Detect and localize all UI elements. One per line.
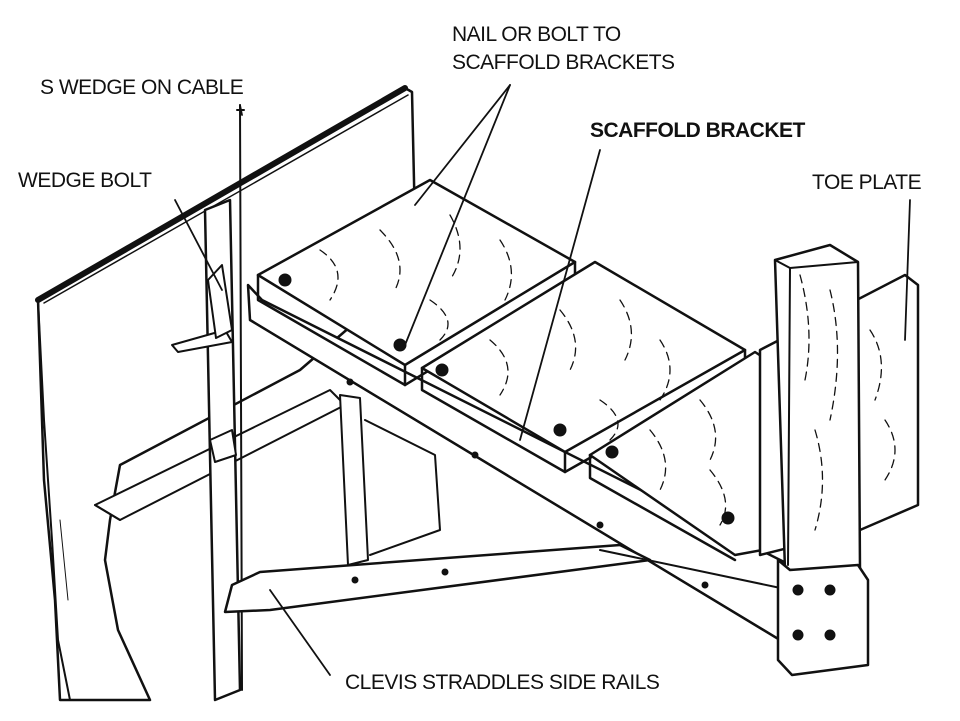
label-toe-plate: TOE PLATE — [812, 171, 922, 194]
label-clevis: CLEVIS STRADDLES SIDE RAILS — [345, 671, 660, 694]
label-nail-line1: NAIL OR BOLT TO — [452, 23, 621, 46]
plank-1 — [256, 178, 577, 387]
post-base-plate — [776, 558, 870, 677]
clevis-brace — [223, 543, 791, 614]
label-s-wedge: S WEDGE ON CABLE — [40, 76, 244, 99]
guardrail-post — [773, 243, 862, 572]
leader-lines — [174, 84, 911, 676]
label-scaffold-bracket: SCAFFOLD BRACKET — [590, 119, 805, 142]
label-nail-line2: SCAFFOLD BRACKETS — [452, 51, 675, 74]
wedge-bolt-assembly — [171, 264, 233, 353]
label-wedge-bolt: WEDGE BOLT — [18, 169, 152, 192]
support-post — [339, 394, 441, 566]
